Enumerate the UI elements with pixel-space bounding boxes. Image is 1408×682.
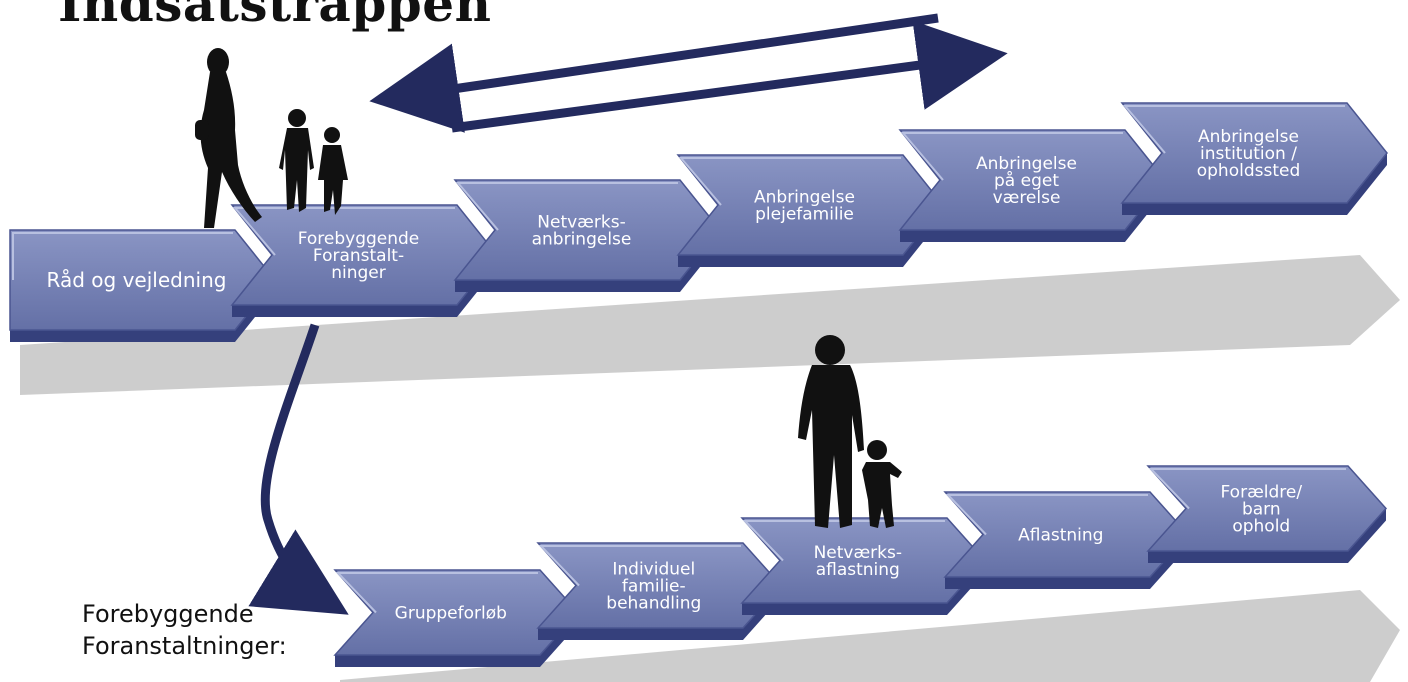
upper-step-3-label: Netværks-anbringelse — [532, 212, 632, 249]
curved-arrow-icon — [248, 323, 349, 615]
lower-step-1: Gruppeforløb — [333, 569, 580, 667]
lower-step-3: Netværks-aflastning — [740, 517, 987, 615]
lower-step-1-label: Gruppeforløb — [395, 603, 507, 623]
upper-stair-shadow — [20, 255, 1400, 395]
lower-step-4: Aflastning — [943, 491, 1190, 589]
lower-stair-label-line-2: Foranstaltninger: — [82, 632, 287, 660]
lower-stair-shadow — [340, 590, 1400, 682]
upper-step-1-label: Råd og vejledning — [47, 268, 227, 292]
lower-step-4-label: Aflastning — [1018, 525, 1103, 545]
lower-stair-label-line-1: Forebyggende — [82, 600, 254, 628]
father-child-silhouette-icon — [798, 335, 902, 528]
children-silhouette-icon — [279, 109, 348, 215]
lower-step-3-label: Netværks-aflastning — [814, 543, 902, 580]
upper-step-3: Netværks-anbringelse — [453, 179, 721, 292]
double-arrow-icon — [369, 13, 1008, 133]
diagram-title: Indsatstrappen — [58, 0, 492, 33]
upper-step-1: Råd og vejledning — [9, 229, 276, 342]
lower-stair-label: Forebyggende Foranstaltninger: — [82, 598, 287, 662]
woman-silhouette-icon — [195, 48, 262, 228]
